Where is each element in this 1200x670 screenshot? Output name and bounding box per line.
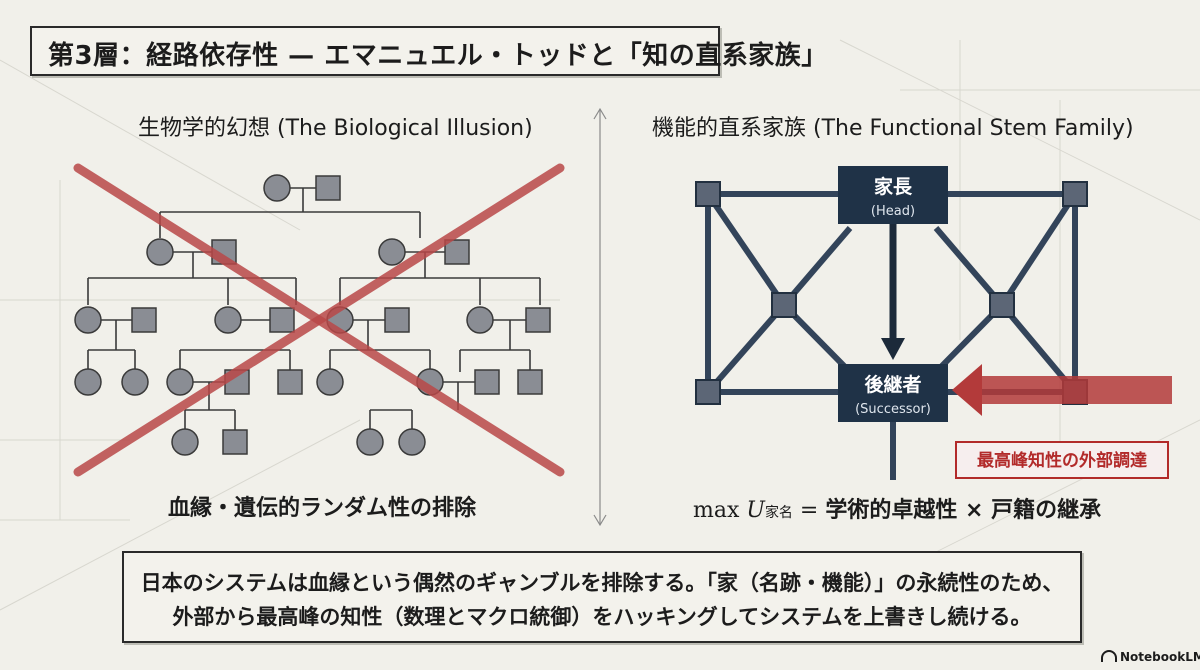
title-box: 第3層：経路依存性 — エマニュエル・トッドと「知の直系家族」 [30, 26, 827, 76]
notebooklm-icon [1101, 650, 1117, 662]
summary-line-2: 外部から最高峰の知性（数理とマクロ統御）をハッキングしてシステムを上書きし続ける… [172, 605, 1032, 629]
tree-node-male [315, 175, 341, 201]
successor-node [838, 364, 948, 422]
formula-equals: = [792, 498, 826, 523]
network-node [695, 181, 721, 207]
notebooklm-logo: NotebookLM [1101, 650, 1200, 664]
tree-node-female [166, 368, 194, 396]
tree-node-male [277, 369, 303, 395]
tree-node-female [398, 428, 426, 456]
tree-node-female [263, 174, 291, 202]
formula-max: max [693, 498, 740, 523]
formula-rhs: 学術的卓越性 × 戸籍の継承 [825, 498, 1102, 523]
summary-line-1: 日本のシステムは血縁という偶然のギャンブルを排除する。「家（名跡・機能）」の永続… [140, 571, 1064, 595]
left-caption: 血縁・遺伝的ランダム性の排除 [168, 496, 477, 521]
tree-node-male [517, 369, 543, 395]
tree-node-female [356, 428, 384, 456]
center-divider-arrow [593, 107, 607, 527]
external-input-arrow [952, 364, 1172, 416]
summary-box: 日本のシステムは血縁という偶然のギャンブルを排除する。「家（名跡・機能）」の永続… [122, 551, 1082, 643]
stem-family-diagram: 家長 (Head) 後継者 (Successor) 最高峰知性の外部調達 [695, 166, 1172, 480]
utility-formula: max U家名 = 学術的卓越性 × 戸籍の継承 [693, 492, 1101, 524]
tree-node-female [146, 238, 174, 266]
left-section-heading: 生物学的幻想 (The Biological Illusion) [138, 116, 533, 141]
tree-node-male [131, 307, 157, 333]
tree-node-female [466, 306, 494, 334]
network-node [1062, 181, 1088, 207]
network-node [695, 379, 721, 405]
successor-sub-label: (Successor) [855, 402, 931, 417]
logo-text: NotebookLM [1120, 650, 1200, 664]
tree-node-female [74, 306, 102, 334]
network-node [771, 292, 797, 318]
network-node [989, 292, 1015, 318]
external-label: 最高峰知性の外部調達 [977, 450, 1147, 471]
formula-u: U [746, 498, 765, 523]
tree-node-male [525, 307, 551, 333]
tree-node-female [378, 238, 406, 266]
tree-node-female [316, 368, 344, 396]
family-tree-diagram [73, 163, 565, 477]
external-label-box [955, 441, 1169, 479]
right-section-heading: 機能的直系家族 (The Functional Stem Family) [652, 116, 1134, 141]
tree-node-female [121, 368, 149, 396]
head-label: 家長 [874, 175, 913, 198]
head-sub-label: (Head) [871, 204, 915, 219]
head-node [838, 166, 948, 224]
tree-node-male [222, 429, 248, 455]
tree-node-female [214, 306, 242, 334]
tree-node-female [74, 368, 102, 396]
formula-u-subscript: 家名 [764, 505, 793, 521]
tree-node-male [474, 369, 500, 395]
rejection-cross [73, 163, 565, 477]
tree-node-female [171, 428, 199, 456]
page-title: 第3層：経路依存性 — エマニュエル・トッドと「知の直系家族」 [48, 41, 828, 71]
tree-node-male [444, 239, 470, 265]
tree-node-male [269, 307, 295, 333]
successor-label: 後継者 [864, 373, 921, 396]
head-to-successor-arrow [881, 222, 905, 360]
tree-node-male [384, 307, 410, 333]
